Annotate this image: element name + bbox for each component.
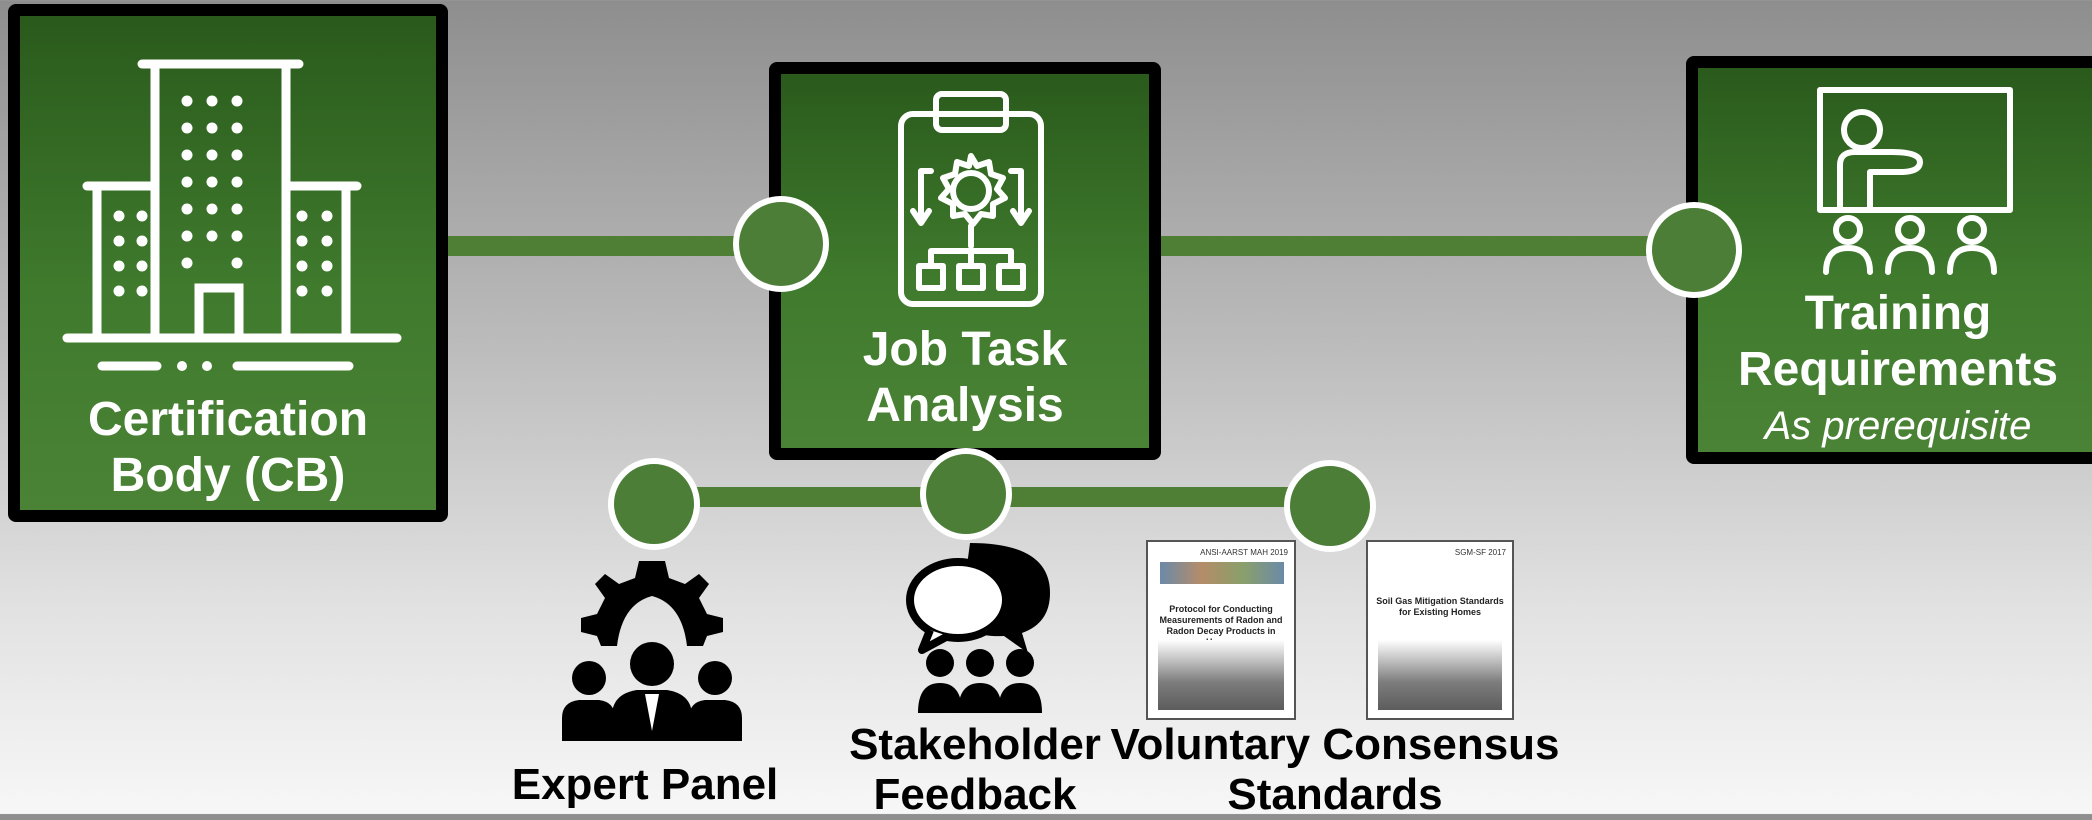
- certification-body-card: Certification Body (CB): [8, 4, 448, 522]
- clipboard-gear-icon: [898, 91, 1044, 307]
- radon-doc-header: ANSI-AARST MAH 2019: [1200, 548, 1288, 557]
- expert-panel-label: Expert Panel: [511, 760, 779, 809]
- connector-cb-to-jta: [440, 236, 780, 256]
- stakeholder-label-line1: Stakeholder: [849, 720, 1101, 769]
- soil-gas-doc-header: SGM-SF 2017: [1454, 548, 1506, 557]
- training-requirements-card: Training Requirements As prerequisite: [1686, 56, 2092, 464]
- certification-body-title-line2: Body (CB): [110, 449, 346, 502]
- certification-body-title-line1: Certification: [87, 393, 369, 446]
- job-task-analysis-title-line1: Job Task: [862, 323, 1068, 376]
- node-training-left: [1646, 202, 1742, 298]
- stakeholder-feedback-icon: [906, 543, 1050, 713]
- node-stakeholder: [920, 448, 1012, 540]
- soil-gas-doc-title: Soil Gas Mitigation Standards for Existi…: [1376, 596, 1504, 617]
- node-expert-panel: [608, 458, 700, 550]
- radon-doc-banner: [1160, 562, 1284, 584]
- connector-jta-to-training: [1160, 236, 1660, 256]
- job-task-analysis-card: Job Task Analysis: [769, 62, 1161, 460]
- training-title-line1: Training: [1804, 287, 1992, 340]
- consensus-label-line2: Standards: [1227, 770, 1443, 819]
- presentation-icon: [1817, 87, 2013, 275]
- radon-doc-photo: [1158, 640, 1284, 710]
- radon-protocol-document: ANSI-AARST MAH 2019 Protocol for Conduct…: [1146, 540, 1296, 720]
- expert-panel-icon: [562, 561, 742, 741]
- training-subtitle: As prerequisite: [1764, 404, 2032, 448]
- consensus-label-line1: Voluntary Consensus: [1110, 720, 1560, 769]
- node-job-task-left: [733, 196, 829, 292]
- training-title-line2: Requirements: [1737, 343, 2059, 396]
- node-consensus-standards: [1284, 460, 1376, 552]
- soil-gas-doc-photo: [1378, 640, 1502, 710]
- job-task-analysis-title-line2: Analysis: [866, 379, 1064, 432]
- soil-gas-document: SGM-SF 2017 Soil Gas Mitigation Standard…: [1366, 540, 1514, 720]
- stakeholder-label-line2: Feedback: [873, 770, 1077, 819]
- building-icon: [62, 59, 402, 371]
